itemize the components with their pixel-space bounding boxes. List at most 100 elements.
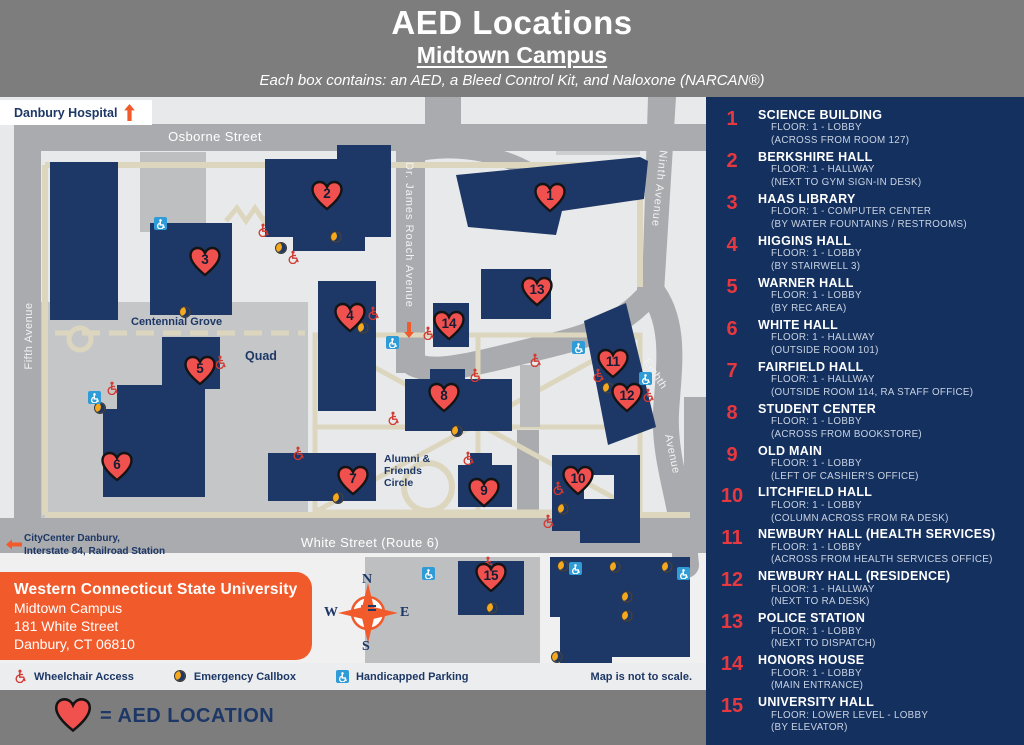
callbox-icon — [357, 322, 369, 334]
aed-location-legend: = AED LOCATION — [100, 705, 275, 727]
location-name: SCIENCE BUILDING — [758, 108, 883, 122]
wheelchair-access-icon — [368, 306, 379, 320]
location-name: FAIRFIELD HALL — [758, 359, 864, 374]
wheelchair-access-icon — [543, 514, 554, 528]
location-note: (BY ELEVATOR) — [771, 722, 848, 734]
location-entry-12: 12 NEWBURY HALL (RESIDENCE)FLOOR: 1 - HAL… — [706, 569, 1020, 609]
alumni-friends-circle-label: Alumni & Friends Circle — [384, 453, 431, 490]
handicapped-parking-icon — [88, 391, 101, 404]
south-arrow-icon — [404, 322, 414, 338]
callbox-icon — [661, 561, 673, 573]
handicapped-parking-icon — [154, 217, 167, 230]
location-note: (OUTSIDE ROOM 101) — [771, 344, 879, 356]
aed-heart-marker-14: 14 — [432, 310, 466, 342]
legend-emergency-callbox: Emergency Callbox — [173, 669, 296, 684]
wheelchair-access-icon — [553, 481, 564, 495]
aed-heart-marker-6: 6 — [100, 451, 134, 483]
location-floor: FLOOR: 1 - HALLWAY — [771, 374, 875, 385]
aed-heart-number: 11 — [605, 354, 621, 369]
location-floor: FLOOR: 1 - LOBBY — [771, 457, 862, 469]
fifth-avenue-label: Fifth Avenue — [23, 302, 35, 370]
handicapped-parking-icon — [639, 372, 652, 385]
university-name: Western Connecticut State University — [14, 581, 298, 598]
handicapped-parking-icon — [572, 341, 585, 354]
page-subtitle: Midtown Campus — [416, 42, 608, 68]
location-number: 13 — [720, 611, 744, 634]
not-to-scale-note: Map is not to scale. — [590, 670, 692, 683]
location-number: 6 — [726, 317, 738, 340]
aed-heart-number: 3 — [201, 252, 209, 267]
callbox-icon — [173, 670, 186, 682]
aed-heart-number: 5 — [196, 361, 204, 376]
location-floor: FLOOR: 1 - LOBBY — [771, 499, 862, 511]
white-street-label: White Street (Route 6) — [300, 535, 440, 550]
callbox-icon — [609, 561, 621, 573]
location-name: LITCHFIELD HALL — [758, 485, 873, 500]
aed-heart-number: 1 — [546, 188, 554, 203]
location-number: 14 — [720, 653, 744, 676]
location-number: 4 — [726, 233, 738, 256]
location-note: (ACROSS FROM BOOKSTORE) — [771, 428, 922, 440]
location-number: 2 — [726, 149, 738, 172]
osborne-street-label: Osborne Street — [168, 129, 262, 144]
location-note: (COLUMN ACROSS FROM RA DESK) — [771, 512, 949, 524]
wheelchair-access-icon — [288, 250, 299, 264]
location-note: (NEXT TO GYM SIGN-IN DESK) — [771, 177, 922, 189]
location-floor: FLOOR: 1 - LOBBY — [771, 541, 862, 553]
location-number: 9 — [726, 443, 738, 466]
handicapped-parking-icon — [569, 562, 582, 575]
handicapped-parking-icon — [386, 336, 399, 349]
wheelchair-access-icon — [15, 669, 26, 683]
callbox-icon — [557, 560, 569, 572]
location-floor: FLOOR: 1 - LOBBY — [771, 667, 862, 679]
location-name: NEWBURY HALL (HEALTH SERVICES) — [758, 527, 996, 542]
aed-heart-marker-7: 7 — [336, 465, 370, 497]
wheelchair-access-icon — [463, 451, 474, 465]
location-number: 12 — [720, 569, 744, 592]
wheelchair-access-icon — [388, 411, 399, 425]
location-number: 11 — [721, 527, 743, 550]
location-floor: FLOOR: 1 - LOBBY — [771, 290, 862, 302]
aed-heart-marker-5: 5 — [183, 355, 217, 387]
location-number: 7 — [726, 359, 738, 382]
location-name: OLD MAIN — [758, 443, 823, 458]
aed-heart-number: 2 — [323, 186, 331, 201]
location-number: 10 — [720, 485, 744, 508]
campus-map-graphic — [0, 97, 706, 663]
location-number: 15 — [720, 695, 744, 718]
location-note: (ACROSS FROM ROOM 127) — [771, 135, 910, 147]
location-name: HAAS LIBRARY — [758, 191, 856, 206]
street-address: 181 White Street — [14, 618, 119, 635]
location-floor: FLOOR: 1 - LOBBY — [771, 122, 862, 134]
location-name: WARNER HALL — [758, 275, 854, 290]
location-note: (OUTSIDE ROOM 114, RA STAFF OFFICE) — [771, 386, 974, 398]
aed-heart-number: 12 — [619, 388, 635, 403]
callbox-icon — [551, 651, 563, 663]
wheelchair-access-icon — [470, 368, 481, 382]
bottom-band — [0, 690, 706, 745]
compass-s: S — [362, 639, 370, 654]
callbox-icon — [486, 602, 498, 614]
wheelchair-access-icon — [258, 223, 269, 237]
location-floor: FLOOR: 1 - HALLWAY — [771, 583, 875, 595]
location-name: NEWBURY HALL (RESIDENCE) — [758, 569, 951, 584]
location-name: HONORS HOUSE — [758, 653, 865, 668]
wheelchair-access-icon — [423, 326, 434, 340]
aed-heart-marker-2: 2 — [310, 180, 344, 212]
roach-avenue-label: Dr. James Roach Avenue — [403, 162, 415, 308]
callbox-icon — [557, 503, 569, 515]
wheelchair-access-icon — [107, 381, 118, 395]
location-name: POLICE STATION — [758, 611, 866, 626]
location-note: (BY STAIRWELL 3) — [771, 260, 861, 272]
danbury-hospital-label: Danbury Hospital — [0, 100, 152, 125]
wheelchair-access-icon — [643, 388, 654, 402]
aed-heart-number: 8 — [440, 388, 448, 403]
handicapped-parking-icon — [677, 567, 690, 580]
aed-heart-number: 6 — [113, 457, 121, 472]
aed-heart-marker-12: 12 — [610, 382, 644, 414]
